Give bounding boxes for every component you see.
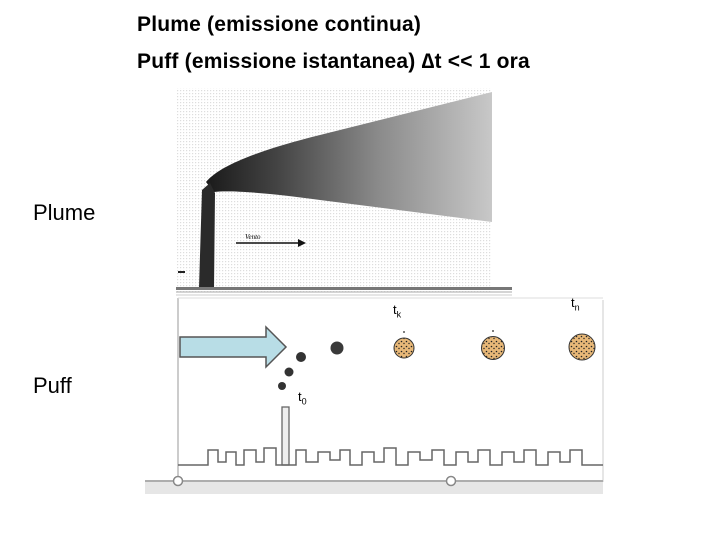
puff-intermediate	[481, 336, 505, 360]
ground-node	[172, 475, 184, 487]
puff-stack	[281, 406, 290, 466]
puff-ground	[145, 480, 603, 494]
plume-ground	[176, 287, 512, 290]
puff-illustration	[145, 297, 604, 494]
tn-label: tn	[571, 295, 580, 313]
puff-particle	[284, 367, 294, 377]
wind-arrowhead	[298, 239, 306, 247]
puff-tn	[568, 333, 596, 361]
puff-particle	[330, 341, 344, 355]
right-arrow-icon	[179, 325, 288, 369]
smoke-plume	[206, 92, 492, 222]
title-line-1: Plume (emissione continua)	[137, 13, 422, 36]
plume-illustration: Vento	[176, 88, 512, 296]
wind-label: Vento	[245, 233, 261, 241]
puff-particle	[278, 382, 286, 390]
city-skyline	[178, 447, 603, 466]
plume-stack	[199, 183, 215, 288]
ground-node	[445, 475, 457, 487]
t0-label: t0	[298, 389, 307, 407]
puff-label: Puff	[33, 373, 72, 398]
title-line-2: Puff (emissione istantanea) ∆t << 1 ora	[137, 50, 530, 73]
tk-label: tk	[393, 302, 402, 320]
plume-label: Plume	[33, 200, 96, 225]
puff-particle	[296, 352, 306, 362]
puff-tk	[393, 337, 415, 359]
